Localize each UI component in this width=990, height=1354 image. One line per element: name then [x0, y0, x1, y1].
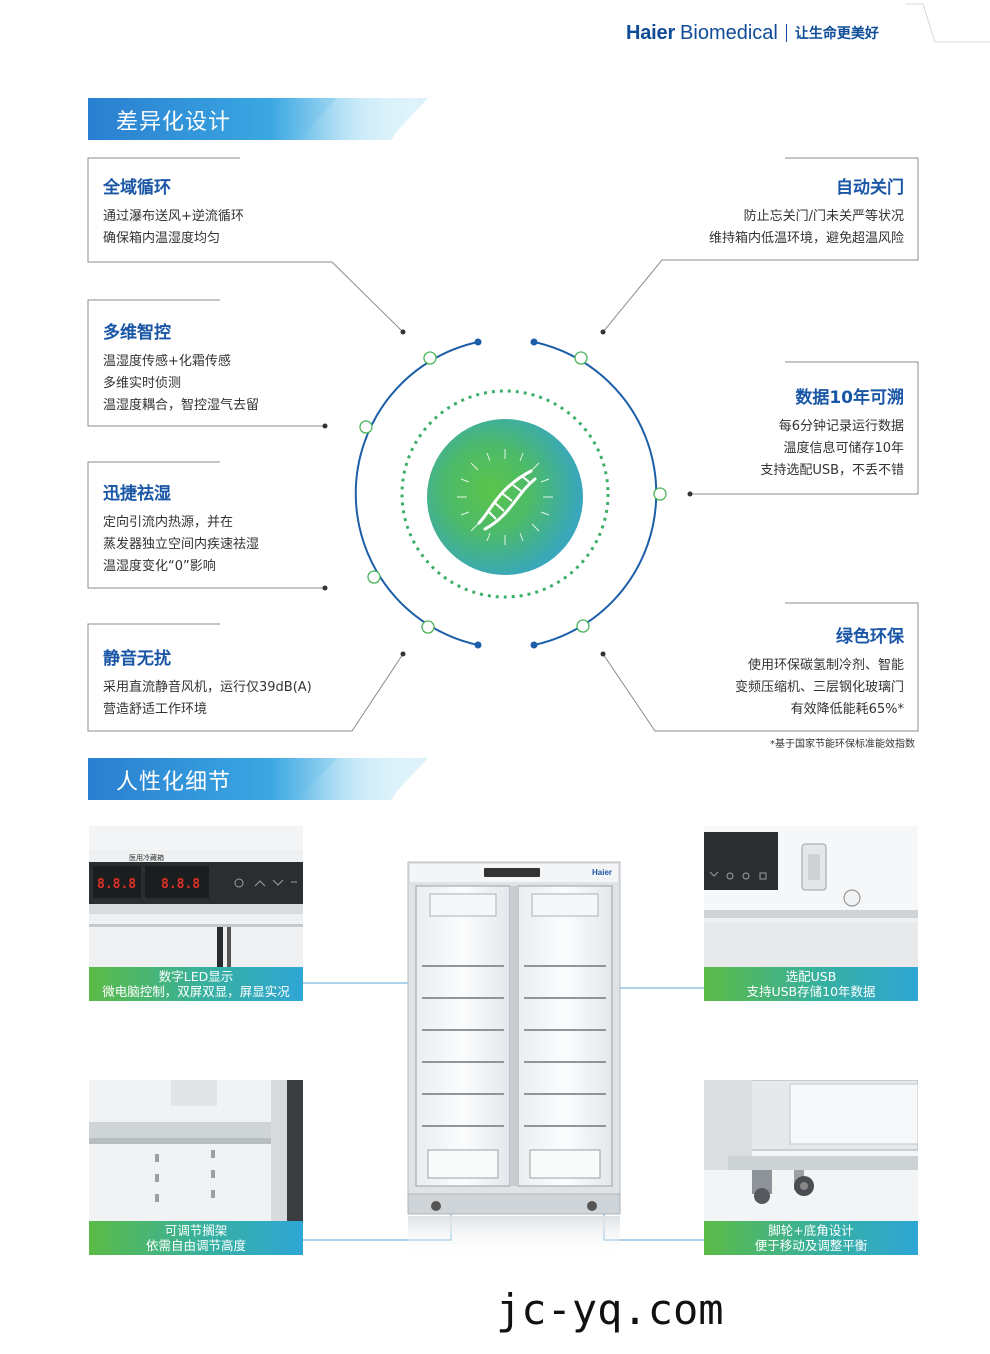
- feature-text: 采用直流静音风机，运行仅39dB(A): [103, 680, 312, 695]
- feature-text: 支持选配USB，不丢不错: [760, 463, 904, 478]
- brand-separator: [785, 24, 787, 42]
- caption-text: 支持USB存储10年数据: [746, 984, 876, 999]
- feature-text: 防止忘关门/门未关严等状况: [743, 209, 904, 224]
- shelf-photo: [89, 1080, 303, 1221]
- feature-silent: 静音无扰 采用直流静音风机，运行仅39dB(A) 营造舒适工作环境: [103, 644, 312, 721]
- feature-title: 自动关门: [836, 178, 904, 198]
- caster-photo: [704, 1080, 918, 1221]
- caption-text: 便于移动及调整平衡: [754, 1238, 868, 1253]
- caption-text: 依需自由调节高度: [145, 1238, 246, 1253]
- feature-text: 温度信息可储存10年: [783, 441, 904, 456]
- feature-title: 迅捷祛湿: [103, 484, 171, 504]
- feature-dehumidify: 迅捷祛湿 定向引流内热源，并在 蒸发器独立空间内疾速祛湿 温湿度变化“0”影响: [103, 479, 259, 578]
- feature-text: 温湿度耦合，智控湿气去留: [103, 398, 260, 413]
- caption-text: 微电脑控制，双屏双显，屏显实况: [102, 984, 290, 999]
- usb-photo: [704, 826, 918, 967]
- detail-caster-panel: 脚轮+底角设计 便于移动及调整平衡: [704, 1080, 918, 1255]
- feature-title: 全域循环: [103, 178, 171, 198]
- detail-usb-panel: 选配USB 支持USB存储10年数据: [704, 826, 918, 1001]
- detail-led-caption: 数字LED显示 微电脑控制，双屏双显，屏显实况: [89, 967, 303, 1001]
- feature-control: 多维智控 温湿度传感+化霜传感 多维实时侦测 温湿度耦合，智控湿气去留: [103, 318, 259, 417]
- detail-shelf-caption: 可调节搁架 依需自由调节高度: [89, 1221, 303, 1255]
- led-display-right: 8.8.8: [161, 877, 200, 892]
- feature-text: 维持箱内低温环境，避免超温风险: [708, 231, 904, 246]
- feature-text: 有效降低能耗65%*: [790, 702, 904, 717]
- brand-header: Haier Biomedical 让生命更美好: [626, 20, 879, 46]
- feature-circulation: 全域循环 通过瀑布送风+逆流循环 确保箱内温湿度均匀: [103, 173, 244, 250]
- fridge-image: Haier: [407, 861, 621, 1256]
- brand-name: Biomedical: [680, 21, 778, 44]
- feature-title: 绿色环保: [836, 627, 904, 647]
- corner-decoration: [905, 3, 990, 43]
- led-display-left: 8.8.8: [97, 877, 136, 892]
- section-title-design: 差异化设计: [116, 110, 232, 135]
- feature-title: 静音无扰: [103, 649, 171, 669]
- caption-title: 可调节搁架: [164, 1223, 228, 1238]
- brand-slogan: 让生命更美好: [794, 26, 879, 42]
- feature-text: 多维实时侦测: [103, 376, 182, 391]
- detail-usb-caption: 选配USB 支持USB存储10年数据: [704, 967, 918, 1001]
- led-panel-label: 医用冷藏箱: [129, 853, 164, 862]
- feature-text: 营造舒适工作环境: [103, 702, 208, 717]
- section-title-detail: 人性化细节: [116, 770, 232, 795]
- detail-led-panel: 医用冷藏箱 8.8.8 8.8.8 数字LED显示 微电脑控制，双屏双显，屏显实…: [89, 826, 303, 1001]
- feature-green: 绿色环保 使用环保碳氢制冷剂、智能 变频压缩机、三层钢化玻璃门 有效降低能耗65…: [735, 622, 904, 721]
- led-photo: 医用冷藏箱 8.8.8 8.8.8: [89, 826, 303, 967]
- feature-title: 数据10年可溯: [795, 388, 904, 408]
- feature-text: 变频压缩机、三层钢化玻璃门: [734, 680, 904, 695]
- feature-text: 定向引流内热源，并在: [103, 515, 234, 530]
- feature-text: 温湿度变化“0”影响: [103, 559, 216, 574]
- caption-title: 数字LED显示: [158, 969, 234, 984]
- diagram-lines: [87, 157, 919, 732]
- detail-shelf-panel: 可调节搁架 依需自由调节高度: [89, 1080, 303, 1255]
- feature-traceable: 数据10年可溯 每6分钟记录运行数据 温度信息可储存10年 支持选配USB，不丢…: [760, 383, 904, 482]
- feature-title: 多维智控: [103, 323, 171, 343]
- feature-text: 确保箱内温湿度均匀: [103, 231, 221, 246]
- feature-text: 使用环保碳氢制冷剂、智能: [747, 658, 904, 673]
- brand-logo: Haier: [626, 21, 676, 44]
- feature-text: 通过瀑布送风+逆流循环: [103, 209, 244, 224]
- feature-text: 温湿度传感+化霜传感: [103, 354, 231, 369]
- caption-title: 脚轮+底角设计: [768, 1223, 854, 1238]
- dna-emblem: [427, 419, 583, 575]
- detail-caster-caption: 脚轮+底角设计 便于移动及调整平衡: [704, 1221, 918, 1255]
- feature-autoclose: 自动关门 防止忘关门/门未关严等状况 维持箱内低温环境，避免超温风险: [709, 173, 904, 250]
- caption-title: 选配USB: [785, 969, 837, 984]
- footnote: *基于国家节能环保标准能效指数: [770, 739, 915, 750]
- section-banner-detail: 人性化细节: [88, 758, 428, 800]
- dna-icon: [457, 449, 553, 545]
- feature-text: 蒸发器独立空间内疾速祛湿: [103, 537, 260, 552]
- fridge-brand: Haier: [592, 868, 612, 877]
- feature-text: 每6分钟记录运行数据: [778, 419, 904, 434]
- section-banner-design: 差异化设计: [88, 98, 428, 140]
- watermark: jc-yq.com: [496, 1285, 724, 1334]
